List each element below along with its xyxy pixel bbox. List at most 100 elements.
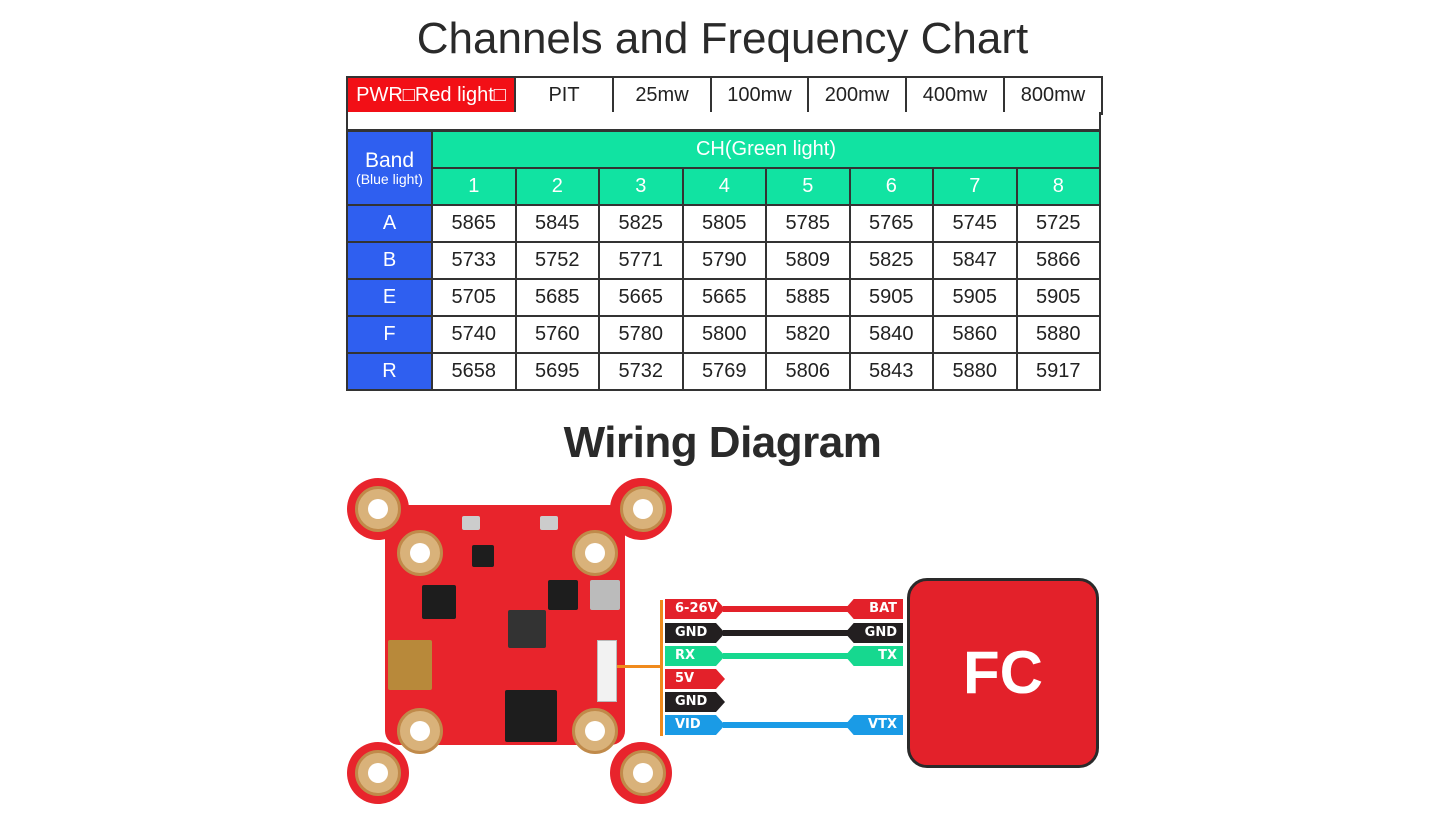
wire-line	[723, 653, 849, 659]
frequency-cell: 5769	[681, 352, 767, 391]
frequency-cell: 5865	[431, 204, 517, 243]
band-label: F	[346, 315, 433, 354]
band-label: B	[346, 241, 433, 280]
wire-line	[723, 722, 849, 728]
frequency-cell: 5745	[932, 204, 1018, 243]
mount-hole	[355, 750, 401, 796]
channel-number: 5	[765, 167, 851, 206]
channel-header: CH(Green light)	[431, 130, 1101, 169]
frequency-cell: 5905	[848, 278, 934, 317]
frequency-cell: 5790	[681, 241, 767, 280]
frequency-cell: 5752	[514, 241, 600, 280]
wire-5: VID VTX	[665, 715, 905, 735]
band-header-sub: (Blue light)	[356, 170, 423, 187]
chart-title: Channels and Frequency Chart	[416, 14, 1029, 63]
wire-0: 6-26V BAT	[665, 599, 905, 619]
flight-controller-box: FC	[907, 578, 1099, 768]
frequency-cell: 5840	[848, 315, 934, 354]
wire-label-left: GND	[665, 692, 725, 712]
connector-lead	[617, 665, 661, 668]
band-header: Band(Blue light)	[346, 130, 433, 206]
mount-hole	[620, 750, 666, 796]
frequency-cell: 5905	[932, 278, 1018, 317]
wire-label-left: 5V	[665, 669, 725, 689]
power-level: 25mw	[612, 76, 712, 115]
power-level: 400mw	[905, 76, 1005, 115]
channel-number: 8	[1015, 167, 1101, 206]
wire-label-left: GND	[665, 623, 725, 643]
channel-number: 2	[514, 167, 600, 206]
frequency-cell: 5917	[1015, 352, 1101, 391]
wiring-title: Wiring Diagram	[563, 418, 882, 467]
wire-2: RX TX	[665, 646, 905, 666]
power-table: PWR□Red light□ PIT 25mw 100mw 200mw 400m…	[346, 76, 1103, 115]
frequency-cell: 5800	[681, 315, 767, 354]
frequency-cell: 5705	[431, 278, 517, 317]
power-level: 800mw	[1003, 76, 1103, 115]
frequency-cell: 5665	[681, 278, 767, 317]
frequency-cell: 5806	[765, 352, 851, 391]
wire-4: GND	[665, 692, 905, 712]
channel-number: 7	[932, 167, 1018, 206]
frequency-cell: 5905	[1015, 278, 1101, 317]
frequency-cell: 5805	[681, 204, 767, 243]
wire-label-right: VTX	[845, 715, 903, 735]
frequency-cell: 5665	[598, 278, 684, 317]
channel-number: 6	[848, 167, 934, 206]
spacer-row	[346, 112, 1101, 131]
channel-number: 4	[681, 167, 767, 206]
band-label: R	[346, 352, 433, 391]
power-level: PIT	[514, 76, 614, 115]
frequency-cell: 5885	[765, 278, 851, 317]
wire-1: GND GND	[665, 623, 905, 643]
frequency-cell: 5732	[598, 352, 684, 391]
wire-label-right: BAT	[845, 599, 903, 619]
frequency-cell: 5809	[765, 241, 851, 280]
frequency-cell: 5825	[848, 241, 934, 280]
frequency-cell: 5785	[765, 204, 851, 243]
wire-line	[723, 606, 849, 612]
wire-connector	[597, 640, 617, 702]
mount-hole	[355, 486, 401, 532]
power-level: 200mw	[807, 76, 907, 115]
frequency-cell: 5760	[514, 315, 600, 354]
frequency-cell: 5820	[765, 315, 851, 354]
frequency-cell: 5733	[431, 241, 517, 280]
wire-label-right: GND	[845, 623, 903, 643]
frequency-cell: 5825	[598, 204, 684, 243]
frequency-cell: 5765	[848, 204, 934, 243]
frequency-cell: 5880	[932, 352, 1018, 391]
frequency-cell: 5780	[598, 315, 684, 354]
wire-3: 5V	[665, 669, 905, 689]
wire-label-right: TX	[845, 646, 903, 666]
band-label: E	[346, 278, 433, 317]
channel-number: 3	[598, 167, 684, 206]
wire-label-left: VID	[665, 715, 725, 735]
power-level: 100mw	[710, 76, 809, 115]
frequency-cell: 5845	[514, 204, 600, 243]
frequency-cell: 5685	[514, 278, 600, 317]
frequency-cell: 5847	[932, 241, 1018, 280]
frequency-cell: 5740	[431, 315, 517, 354]
band-header-label: Band	[364, 148, 415, 172]
frequency-cell: 5866	[1015, 241, 1101, 280]
wire-bracket	[660, 600, 663, 736]
frequency-cell: 5725	[1015, 204, 1101, 243]
band-label: A	[346, 204, 433, 243]
frequency-cell: 5658	[431, 352, 517, 391]
channel-number: 1	[431, 167, 517, 206]
frequency-cell: 5695	[514, 352, 600, 391]
pwr-label: PWR□Red light□	[346, 76, 516, 115]
wire-line	[723, 630, 849, 636]
wire-label-left: 6-26V	[665, 599, 725, 619]
frequency-cell: 5880	[1015, 315, 1101, 354]
mount-hole	[620, 486, 666, 532]
frequency-cell: 5860	[932, 315, 1018, 354]
wire-label-left: RX	[665, 646, 725, 666]
